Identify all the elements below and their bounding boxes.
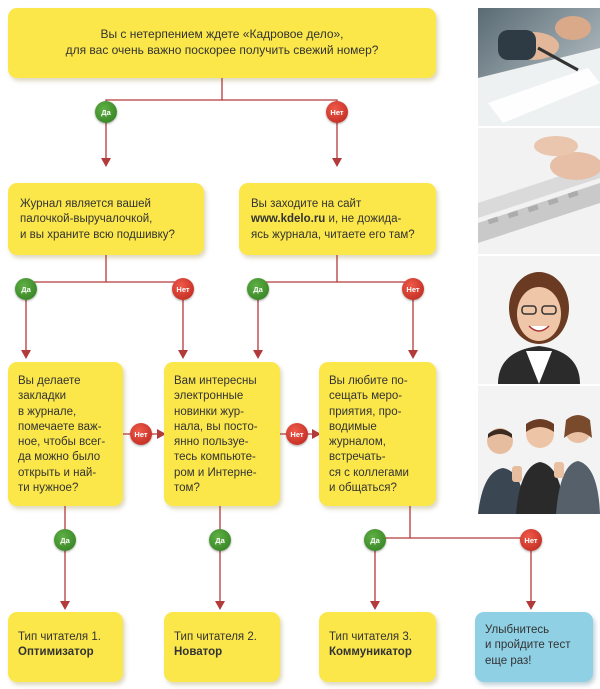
question-1-line-1: Вы с нетерпением ждете «Кадровое дело»,	[100, 27, 344, 42]
no-badge: Нет	[520, 529, 542, 551]
question-6-line: сещать меро-	[329, 390, 403, 403]
arrow-to-q4	[21, 350, 31, 359]
question-1-line-2: для вас очень важно поскорее получить св…	[65, 43, 379, 57]
no-badge: Нет	[402, 278, 424, 300]
yes-badge: Да	[54, 529, 76, 551]
question-4-line: помечаете важ-	[18, 420, 102, 433]
yes-badge: Да	[247, 278, 269, 300]
result-4-line-1: Улыбнитесь	[485, 624, 550, 636]
wire-q6-split	[374, 506, 411, 603]
wire-q3-split	[257, 255, 338, 352]
question-6-line: встречать-	[329, 451, 386, 464]
question-5-line: Вам интересны	[174, 375, 257, 387]
question-5-line: ром и Интерне-	[174, 466, 257, 479]
question-5-line: том?	[174, 481, 200, 494]
question-2-line-2: палочкой-выручалочкой,	[20, 213, 153, 226]
arrow-to-result3	[370, 601, 380, 610]
arrow-to-result1	[60, 601, 70, 610]
result-4-line-3: еще раз!	[485, 654, 532, 667]
question-4-line: в журнале,	[18, 405, 77, 418]
arrow-to-q5-side	[157, 429, 166, 439]
question-5-line: новинки жур-	[174, 405, 244, 418]
question-4-box: Вы делаете закладки в журнале, помечаете…	[8, 362, 123, 506]
result-1-box: Тип читателя 1. Оптимизатор	[8, 612, 123, 682]
question-3-line-3: ясь журнала, читаете его там?	[251, 228, 415, 241]
arrow-to-result2	[215, 601, 225, 610]
question-3-line-2: www.kdelo.ru и, не дожида-	[251, 212, 424, 227]
question-2-box: Журнал является вашей палочкой-выручалоч…	[8, 183, 204, 255]
no-badge: Нет	[326, 101, 348, 123]
question-6-line: водимые	[329, 420, 377, 433]
photo-hands-typing-keyboard	[478, 128, 600, 254]
result-1-line-1: Тип читателя 1.	[18, 631, 101, 643]
arrow-to-q5-top2	[253, 350, 263, 359]
question-6-line: приятия, про-	[329, 405, 402, 418]
question-5-line: электронные	[174, 390, 244, 403]
wire-q6-no	[410, 537, 532, 603]
question-4-line: да можно было	[18, 451, 101, 464]
yes-badge: Да	[209, 529, 231, 551]
question-3-box: Вы заходите на сайт www.kdelo.ru и, не д…	[239, 183, 436, 255]
question-3-line-2-rest: и, не дожида-	[325, 213, 402, 226]
wire-q2-split	[25, 255, 107, 352]
question-5-line: нала, вы посто-	[174, 420, 258, 433]
result-3-box: Тип читателя 3. Коммуникатор	[319, 612, 436, 682]
arrow-to-q6	[408, 350, 418, 359]
yes-badge: Да	[95, 101, 117, 123]
question-4-line: открыть и най-	[18, 466, 97, 479]
result-2-type: Новатор	[174, 646, 223, 659]
question-4-line: ти нужное?	[18, 481, 79, 494]
arrow-to-q5-top	[178, 350, 188, 359]
photo-hand-signing-document	[478, 8, 600, 126]
question-5-line: тесь компьюте-	[174, 451, 256, 464]
arrow-to-result4	[526, 601, 536, 610]
result-2-line-1: Тип читателя 2.	[174, 631, 257, 643]
wire-q1-split	[105, 78, 223, 160]
result-1-type: Оптимизатор	[18, 646, 94, 659]
question-6-line: журналом,	[329, 436, 386, 449]
photo-group-thumbs-up	[478, 386, 600, 514]
question-4-line: Вы делаете	[18, 375, 81, 387]
no-badge: Нет	[172, 278, 194, 300]
question-5-line: янно пользуе-	[174, 436, 249, 449]
arrow-to-q3	[332, 158, 342, 167]
question-4-line: закладки	[18, 390, 67, 403]
photo-smiling-woman-glasses	[478, 256, 600, 384]
no-badge: Нет	[130, 423, 152, 445]
wire-q2-no	[106, 281, 184, 352]
result-3-line-1: Тип читателя 3.	[329, 631, 412, 643]
arrow-to-q6-side	[312, 429, 321, 439]
result-2-box: Тип читателя 2. Новатор	[164, 612, 280, 682]
wire-q1-no	[222, 99, 338, 160]
question-6-box: Вы любите по- сещать меро- приятия, про-…	[319, 362, 436, 506]
yes-badge: Да	[15, 278, 37, 300]
question-2-line-1: Журнал является вашей	[20, 198, 151, 210]
question-6-line: Вы любите по-	[329, 375, 408, 387]
question-2-line-3: и вы храните всю подшивку?	[20, 228, 175, 241]
yes-badge: Да	[364, 529, 386, 551]
question-6-line: ся с коллегами	[329, 466, 409, 479]
question-3-line-1: Вы заходите на сайт	[251, 198, 362, 210]
result-4-line-2: и пройдите тест	[485, 639, 571, 652]
question-4-line: ное, чтобы всег-	[18, 436, 106, 449]
site-link: www.kdelo.ru	[251, 213, 326, 226]
no-badge: Нет	[286, 423, 308, 445]
result-3-type: Коммуникатор	[329, 646, 412, 659]
question-6-line: и общаться?	[329, 481, 397, 494]
arrow-to-q2	[101, 158, 111, 167]
question-1-box: Вы с нетерпением ждете «Кадровое дело», …	[8, 8, 436, 78]
result-4-box: Улыбнитесь и пройдите тест еще раз!	[475, 612, 593, 682]
wire-group	[25, 78, 532, 603]
question-5-box: Вам интересны электронные новинки жур- н…	[164, 362, 280, 506]
arrowheads	[21, 158, 536, 610]
